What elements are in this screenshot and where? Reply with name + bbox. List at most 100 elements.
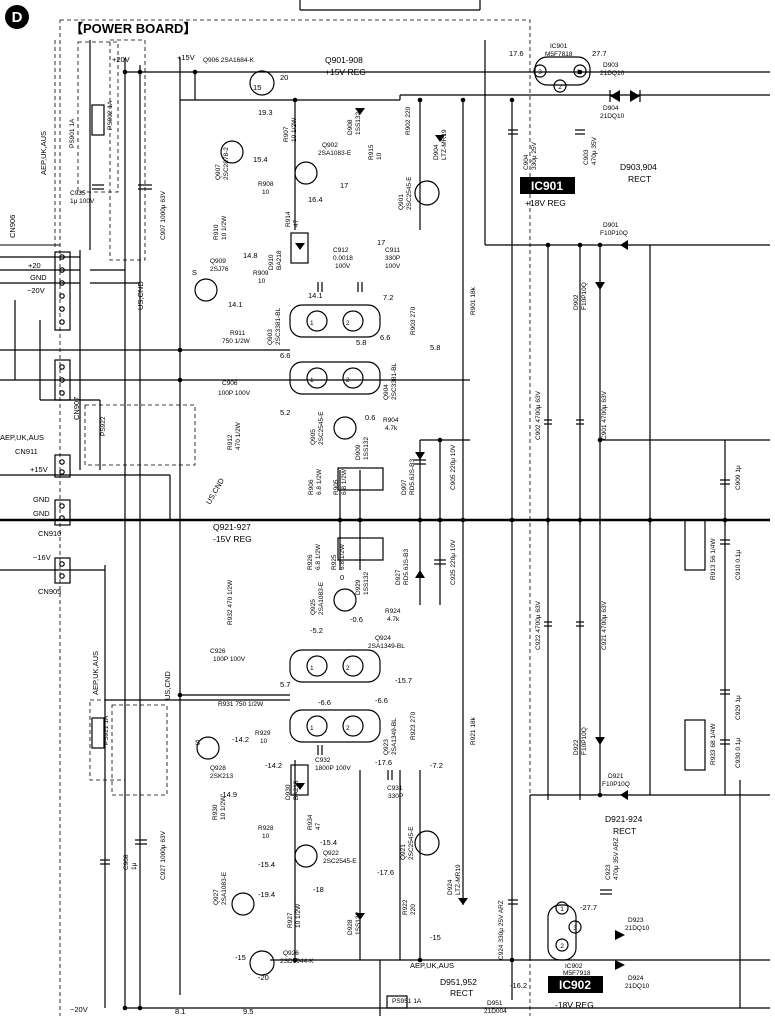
- label-q902p: 2SA1083-E: [318, 150, 352, 157]
- region-label-aep-2: AEP,UK,AUS: [0, 433, 44, 442]
- svg-text:5.2: 5.2: [280, 408, 290, 417]
- svg-text:6.6: 6.6: [380, 333, 390, 342]
- label-d924: D924: [628, 975, 644, 982]
- ic902-vin: -27.7: [580, 903, 597, 912]
- label-ps951: PS951 1A: [392, 998, 422, 1005]
- connector-cn906: [54, 251, 71, 331]
- label-ps921: PS921 1A: [103, 715, 110, 745]
- label-q925p: 2SA1083-E: [318, 581, 325, 615]
- ic901-part: M5F7818: [545, 51, 573, 58]
- label-r907: R907: [283, 126, 290, 142]
- label-c908v: 1μ: [131, 862, 138, 870]
- label-d928p: 1SS132: [355, 911, 362, 935]
- ic901-label: IC901: [531, 179, 563, 193]
- label-r933: R933 68 1/4W: [710, 723, 717, 765]
- svg-text:2: 2: [346, 725, 350, 732]
- label-r912v: 470 1/2W: [235, 421, 242, 450]
- label-q926p: 2SD1944-K: [280, 958, 314, 965]
- transistor-symbols: [194, 70, 440, 976]
- label-r914v: 47: [293, 219, 300, 227]
- label-c911v2: 100V: [385, 263, 401, 270]
- label-d921p: F10P10Q: [602, 781, 630, 788]
- label-d910p: BA218: [276, 250, 283, 270]
- svg-text:15: 15: [253, 83, 261, 92]
- d921-block-subtitle: RECT: [613, 826, 636, 836]
- svg-text:8.1: 8.1: [175, 1007, 185, 1016]
- label-d901p: F10P10Q: [600, 230, 628, 237]
- label-r915v: 10: [376, 152, 383, 160]
- svg-text:2: 2: [346, 320, 350, 327]
- label-r905v: 6.8 1/2W: [341, 468, 348, 495]
- label-c903v: 470μ 35V: [591, 136, 598, 165]
- rail-label-p15-top: +15V: [177, 53, 195, 62]
- label-r910: R910: [213, 224, 220, 240]
- label-r906: R906: [308, 479, 315, 495]
- label-d908p: 1SS132: [355, 111, 362, 135]
- connector-label-cn905: CN905: [38, 587, 61, 596]
- label-c905: C905 220μ 10V: [450, 444, 457, 490]
- region-box-aep-bottom: [89, 699, 126, 781]
- label-r911: R911: [230, 330, 245, 337]
- label-r932: R932 470 1/2W: [227, 579, 234, 625]
- q901-block-subtitle: +15V REG: [325, 67, 366, 77]
- rail-label-gnd: GND: [30, 273, 47, 282]
- svg-text:-14.2: -14.2: [232, 735, 249, 744]
- section-letter: D: [12, 9, 23, 26]
- label-r922: R922: [402, 899, 409, 915]
- label-d924b: D924: [447, 879, 454, 895]
- label-r907v: 10 1/2W: [291, 117, 298, 142]
- label-d910: D910: [268, 254, 275, 270]
- label-r924v: 4.7k: [387, 616, 400, 623]
- label-r928: R928: [258, 825, 274, 832]
- label-c910: C910 0.1μ: [735, 550, 742, 580]
- label-q903p: 2SC3381-BL: [275, 307, 282, 345]
- label-d902p: F10P10Q: [581, 282, 588, 310]
- label-q924: Q924: [375, 635, 391, 642]
- label-c931: C931: [387, 785, 403, 792]
- label-r934: R934: [307, 814, 314, 830]
- label-c904v: 330μ 25V: [531, 141, 538, 170]
- label-r924: R924: [385, 608, 401, 615]
- label-r930v: 10 1/2W: [220, 795, 227, 820]
- svg-text:14.8: 14.8: [243, 251, 258, 260]
- connector-cn907: [54, 359, 71, 401]
- svg-text:20: 20: [280, 73, 288, 82]
- label-c932v: 1800P 100V: [315, 765, 351, 772]
- label-q921: Q921: [400, 844, 407, 860]
- ic901-vin: 17.6: [509, 49, 524, 58]
- svg-text:-20: -20: [258, 973, 269, 982]
- label-c901: C901 4700μ 63V: [601, 390, 608, 440]
- svg-text:5.8: 5.8: [430, 343, 440, 352]
- junction-dots: [122, 69, 728, 1011]
- label-q924p: 2SA1349-BL: [368, 643, 405, 650]
- svg-text:5.8: 5.8: [356, 338, 366, 347]
- label-r927v: 10 1/2W: [295, 903, 302, 928]
- label-d924bp: LTZ-MR19: [455, 864, 462, 895]
- label-c926v: 100P 100V: [213, 656, 246, 663]
- ic901-pin3: 3: [538, 69, 542, 76]
- svg-text:-17.6: -17.6: [377, 868, 394, 877]
- region-label-aep-4: AEP,UK,AUS: [410, 961, 454, 970]
- svg-text:-6.6: -6.6: [375, 696, 388, 705]
- label-r930: R930: [212, 804, 219, 820]
- svg-text:17: 17: [377, 238, 385, 247]
- svg-text:14.1: 14.1: [228, 300, 243, 309]
- connector-label-cn906: CN906: [8, 215, 17, 238]
- label-r926: R926: [307, 554, 314, 570]
- ic902-name: IC902: [565, 963, 583, 970]
- svg-text:0: 0: [340, 573, 344, 582]
- label-d909: D909: [355, 444, 362, 460]
- label-d929p: 1SS132: [363, 571, 370, 595]
- ic902-part: M5F7918: [563, 970, 591, 977]
- label-c922: C922 4700μ 63V: [535, 600, 542, 650]
- label-c902: C902 4700μ 63V: [535, 390, 542, 440]
- label-q923: Q923: [383, 739, 390, 755]
- ic902-symbol: [547, 901, 582, 961]
- d951-block-subtitle: RECT: [450, 988, 473, 998]
- label-d930p: BA218: [293, 780, 300, 800]
- label-r929v: 10: [260, 738, 268, 745]
- ic902-label: IC902: [559, 978, 591, 992]
- label-r901: R901 18k: [470, 286, 477, 315]
- label-q928p: 2SK213: [210, 773, 234, 780]
